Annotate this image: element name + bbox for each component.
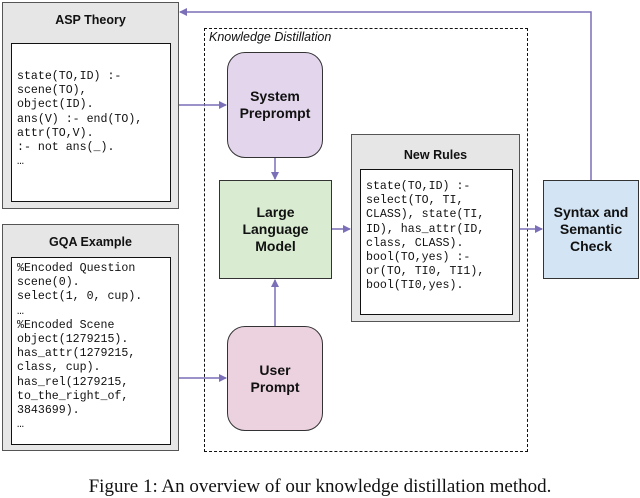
new-rules-title: New Rules: [403, 148, 468, 162]
code-line: to_the_right_of,: [17, 389, 129, 403]
gqa-example-panel: GQA Example %Encoded Question scene(0). …: [2, 224, 179, 451]
node-label-line: Language: [242, 221, 309, 237]
node-label-line: Large: [256, 204, 295, 220]
user-prompt-node: User Prompt: [227, 326, 323, 431]
gqa-example-code: %Encoded Question scene(0). select(1, 0,…: [11, 257, 171, 445]
code-line: state(TO,ID) :-: [17, 70, 122, 83]
code-line: CLASS), state(TI,: [366, 208, 485, 222]
code-line: ans(V) :- end(TO),: [17, 112, 143, 126]
knowledge-distillation-frame: [204, 28, 528, 452]
node-label-line: System: [250, 88, 300, 104]
code-line: %Encoded Question: [17, 262, 136, 275]
code-line: class, cup).: [17, 361, 101, 375]
code-line: :- not ans(_).: [17, 141, 115, 155]
code-line: bool(TO,yes) :-: [366, 251, 471, 265]
code-line: scene(TO),: [17, 84, 87, 98]
arrow-check-to-asp: [179, 8, 592, 180]
code-line: object(1279215).: [17, 333, 129, 347]
node-label-line: Semantic: [559, 221, 623, 237]
node-label-line: Model: [255, 238, 296, 254]
asp-theory-panel: ASP Theory state(TO,ID) :- scene(TO), ob…: [2, 2, 179, 209]
code-line: class, CLASS).: [366, 236, 464, 250]
node-label-line: User: [259, 361, 291, 378]
system-preprompt-node: System Preprompt: [227, 52, 323, 158]
syntax-semantic-check-node: Syntax and Semantic Check: [543, 180, 639, 279]
code-line: or(TO, TI0, TI1),: [366, 265, 485, 279]
code-line: state(TO,ID) :-: [366, 180, 471, 193]
asp-theory-title: ASP Theory: [55, 13, 126, 27]
code-line: 3843699).: [17, 404, 80, 418]
asp-theory-code: state(TO,ID) :- scene(TO), object(ID). a…: [11, 43, 171, 202]
node-label-line: Syntax and: [553, 204, 629, 220]
node-label-line: Prompt: [250, 378, 300, 395]
code-line: attr(TO,V).: [17, 126, 94, 140]
node-label-line: Check: [569, 238, 612, 254]
code-line: select(TO, TI,: [366, 194, 464, 208]
knowledge-distillation-label: Knowledge Distillation: [209, 30, 332, 44]
new-rules-panel: New Rules state(TO,ID) :- select(TO, TI,…: [351, 134, 520, 322]
llm-node: Large Language Model: [219, 180, 332, 279]
new-rules-code: state(TO,ID) :- select(TO, TI, CLASS), s…: [360, 169, 513, 315]
gqa-example-title: GQA Example: [49, 235, 132, 249]
code-line: object(ID).: [17, 98, 94, 112]
code-line: has_rel(1279215,: [17, 375, 129, 389]
code-line: bool(TI0,yes).: [366, 279, 464, 293]
code-line: …: [17, 418, 24, 432]
code-line: scene(0).: [17, 276, 80, 290]
code-line: …: [17, 304, 24, 318]
code-line: %Encoded Scene: [17, 318, 115, 332]
node-label-line: Preprompt: [239, 105, 311, 121]
figure-caption: Figure 1: An overview of our knowledge d…: [88, 476, 552, 497]
code-line: ID), has_attr(ID,: [366, 222, 485, 236]
code-line: …: [17, 155, 24, 169]
code-line: select(1, 0, cup).: [17, 290, 143, 304]
code-line: has_attr(1279215,: [17, 347, 136, 361]
